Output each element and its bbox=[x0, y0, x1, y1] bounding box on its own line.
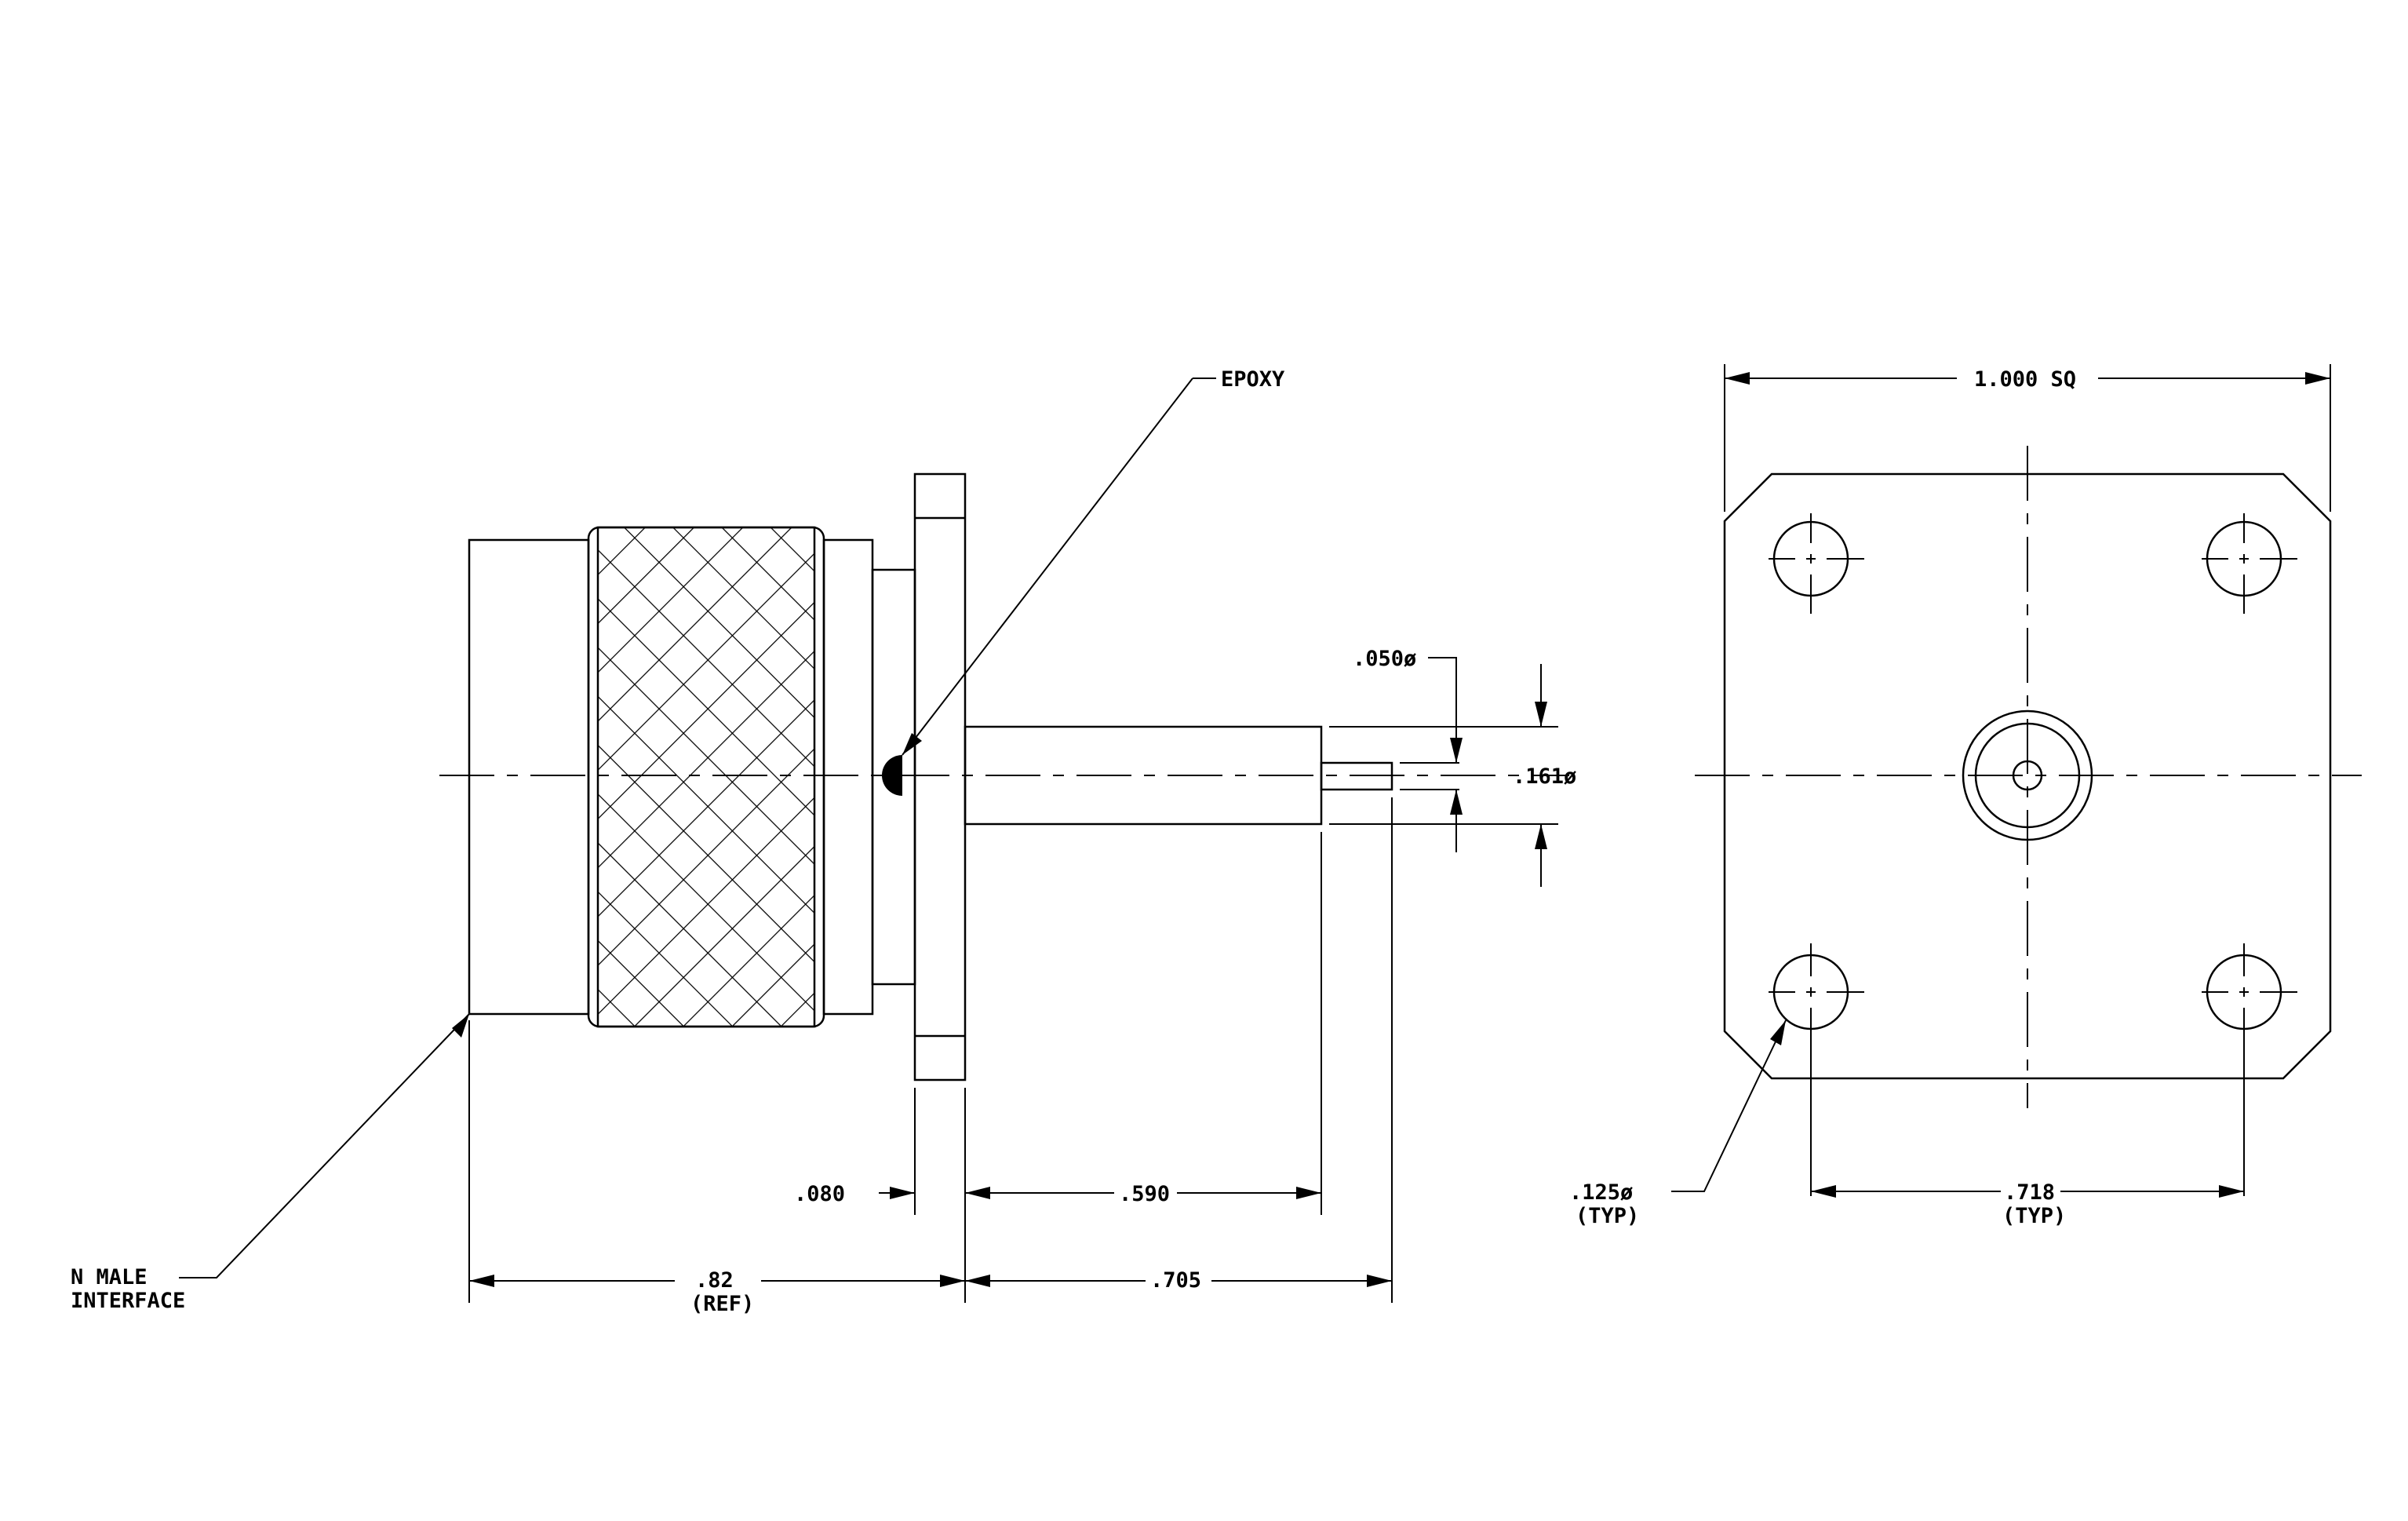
flange-square bbox=[1723, 472, 2332, 1080]
dim-82-ref-label: (REF) bbox=[690, 1292, 754, 1316]
interface-arrowhead bbox=[452, 1014, 469, 1038]
dim-718-label: .718 bbox=[2004, 1180, 2055, 1205]
dim-sq-arrow-left bbox=[1725, 372, 1750, 385]
dim-82-arrow-left bbox=[469, 1275, 494, 1287]
dim-sq-label: 1.000 SQ bbox=[1974, 367, 2076, 392]
epoxy-arrowhead bbox=[902, 733, 922, 755]
dim-125-leader bbox=[1671, 1019, 1787, 1192]
dim-050-label: .050ø bbox=[1353, 647, 1416, 671]
dim-050-arrow-bottom bbox=[1450, 790, 1463, 815]
dim-82-arrow-right bbox=[940, 1275, 965, 1287]
dim-718-arrow-left bbox=[1811, 1185, 1836, 1198]
interface-label-1: N MALE bbox=[71, 1265, 148, 1289]
dim-590-arrow-left bbox=[965, 1187, 990, 1199]
dim-705-arrow-left bbox=[965, 1275, 990, 1287]
interface-label-2: INTERFACE bbox=[71, 1289, 185, 1313]
coupling-nut-front bbox=[468, 538, 590, 1016]
dim-125-typ-label: (TYP) bbox=[1576, 1204, 1639, 1228]
mounting-hole-bottom-right bbox=[2202, 943, 2297, 1196]
dim-718-typ-label: (TYP) bbox=[2002, 1204, 2066, 1228]
dim-050-arrow-top bbox=[1450, 738, 1463, 763]
dim-125-label: .125ø bbox=[1569, 1180, 1633, 1205]
center-pin bbox=[1320, 761, 1393, 791]
nut-rear-ring bbox=[822, 538, 874, 1016]
dim-705-label: .705 bbox=[1150, 1268, 1201, 1293]
dim-080-label: .080 bbox=[794, 1182, 845, 1206]
front-view: 1.000 SQ .718 (TYP) .125ø (TYP) bbox=[1569, 364, 2362, 1228]
dim-161-arrow-top bbox=[1535, 702, 1547, 727]
mounting-hole-bottom-left bbox=[1769, 943, 1864, 1196]
mounting-hole-top-left bbox=[1769, 513, 1864, 614]
interface-leader bbox=[179, 1013, 470, 1278]
flange bbox=[913, 472, 967, 1081]
side-view: EPOXY N MALE INTERFACE .080 .590 .82 (RE… bbox=[71, 367, 1576, 1316]
dim-125-arrowhead bbox=[1770, 1020, 1786, 1045]
dim-590-label: .590 bbox=[1119, 1182, 1170, 1206]
mounting-hole-top-right bbox=[2202, 513, 2297, 614]
connector-inner-ring bbox=[1974, 722, 2081, 829]
dim-161-label: .161ø bbox=[1513, 764, 1576, 789]
connector-outer-ring bbox=[1962, 709, 2093, 841]
dim-161-arrow-bottom bbox=[1535, 824, 1547, 849]
knurl-hatch bbox=[596, 526, 816, 1028]
epoxy-label: EPOXY bbox=[1221, 367, 1285, 392]
dim-705-arrow-right bbox=[1367, 1275, 1392, 1287]
dim-050-leader bbox=[1428, 657, 1457, 763]
epoxy-bead bbox=[882, 755, 902, 796]
dim-590-arrow-right bbox=[1296, 1187, 1321, 1199]
epoxy-leader bbox=[902, 378, 1193, 756]
dim-82-label: .82 bbox=[695, 1268, 734, 1293]
dim-718-arrow-right bbox=[2219, 1185, 2244, 1198]
dim-080-arrow bbox=[890, 1187, 915, 1199]
dim-sq-arrow-right bbox=[2305, 372, 2330, 385]
connector-pin bbox=[2012, 760, 2043, 791]
